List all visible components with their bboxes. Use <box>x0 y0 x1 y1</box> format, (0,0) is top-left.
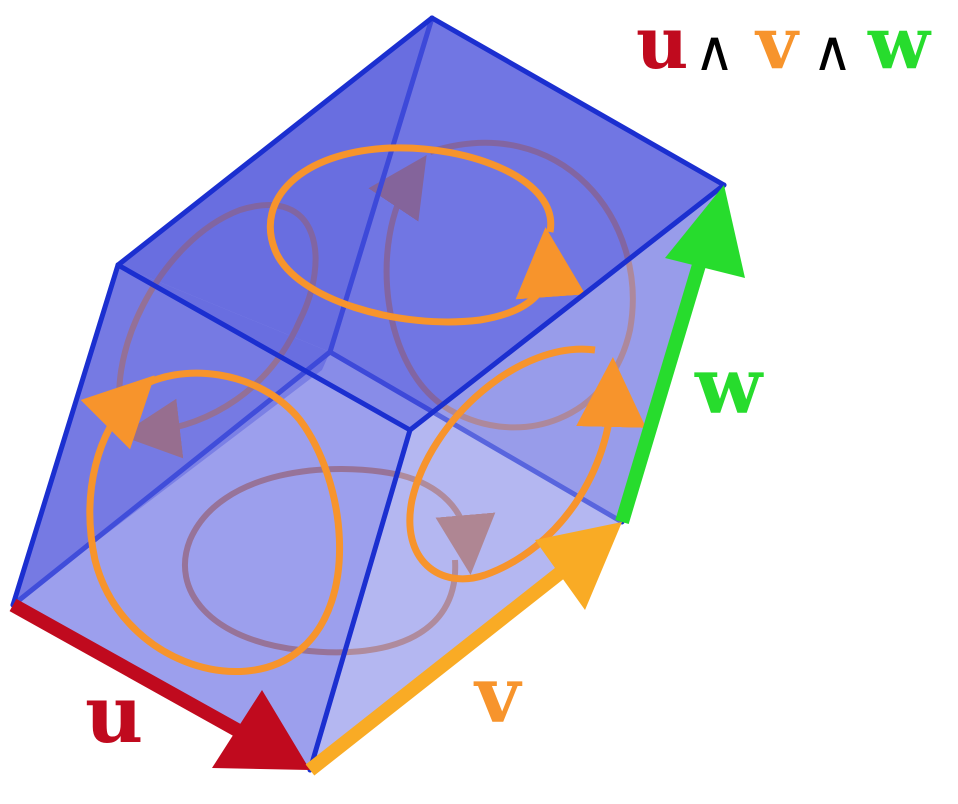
front-edges <box>10 15 727 773</box>
back-loop-bottom <box>182 466 496 656</box>
vector-u <box>9 598 310 770</box>
face-front-right <box>310 185 724 770</box>
edge-top-left <box>115 15 435 268</box>
edge-top-front-right <box>407 182 727 433</box>
face-bottom <box>13 352 622 770</box>
label-v: v <box>473 650 523 741</box>
label-w: w <box>694 341 764 432</box>
face-top <box>118 18 724 430</box>
front-loop-top <box>266 144 586 326</box>
front-circulations <box>80 144 647 675</box>
title-u: u <box>636 0 688 85</box>
front-loop-left <box>80 369 344 675</box>
title-w: w <box>867 0 932 85</box>
front-loop-right <box>406 345 647 583</box>
edge-front-vertical <box>307 427 413 773</box>
title-v: v <box>754 0 800 85</box>
vector-w-shaft <box>615 242 712 525</box>
vector-u-arrowhead <box>212 690 310 770</box>
label-u: u <box>85 667 143 761</box>
title-wedge-1: ∧ <box>694 19 735 84</box>
wedge-product-title: u ∧ v ∧ w <box>636 0 932 85</box>
edge-top-right <box>429 15 727 188</box>
edge-left-vertical <box>10 262 121 608</box>
vector-w-arrowhead <box>665 185 745 278</box>
vector-u-shaft <box>9 598 259 747</box>
edge-top-front <box>115 262 413 433</box>
vector-v <box>305 522 622 776</box>
vector-w <box>615 185 745 525</box>
vector-v-shaft <box>305 559 575 776</box>
vector-v-arrowhead <box>535 522 622 610</box>
title-wedge-2: ∧ <box>812 19 853 84</box>
